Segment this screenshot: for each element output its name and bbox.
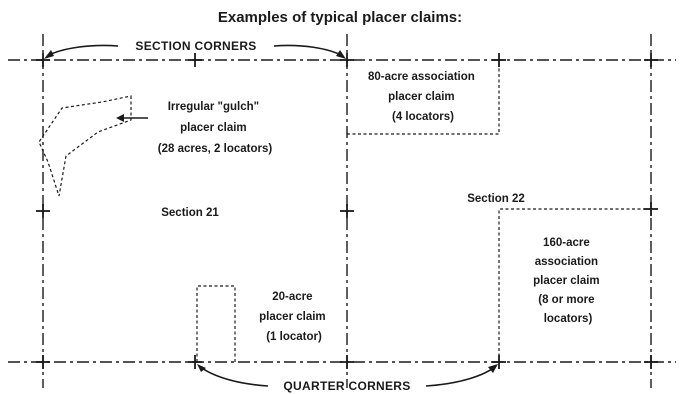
association-160-line-1: 160-acre bbox=[543, 237, 590, 249]
quarter-corner-marker bbox=[188, 53, 202, 67]
association-160-claim-boundary bbox=[498, 208, 651, 362]
section-corner-marker bbox=[340, 53, 354, 67]
claim-20-line-3: (1 locator) bbox=[266, 331, 322, 343]
association-80-line-2: placer claim bbox=[388, 91, 454, 103]
gulch-claim-label: Irregular "gulch" placer claim (28 acres… bbox=[158, 101, 273, 155]
section-21-label: Section 21 bbox=[161, 207, 219, 219]
association-80-line-1: 80-acre association bbox=[368, 71, 475, 83]
section-corner-marker bbox=[36, 355, 50, 369]
gulch-claim-line-3: (28 acres, 2 locators) bbox=[158, 143, 273, 155]
quarter-corners-arrows bbox=[197, 364, 498, 387]
association-160-line-5: locators) bbox=[544, 313, 593, 325]
section-corner-marker bbox=[644, 53, 658, 67]
claim-20-line-2: placer claim bbox=[259, 311, 325, 323]
quarter-corners-label: QUARTER CORNERS bbox=[283, 379, 410, 393]
gulch-claim-line-1: Irregular "gulch" bbox=[168, 101, 259, 113]
quarter-corner-marker bbox=[36, 204, 50, 218]
section-corners-label: SECTION CORNERS bbox=[135, 39, 256, 53]
association-160-claim-label: 160-acre association placer claim (8 or … bbox=[533, 237, 603, 325]
claim-20-line-1: 20-acre bbox=[272, 291, 312, 303]
quarter-corner-marker bbox=[340, 204, 354, 218]
association-160-line-4: (8 or more bbox=[538, 294, 594, 306]
claim-20-boundary bbox=[196, 285, 236, 362]
gulch-claim-pointer-arrowhead bbox=[116, 114, 124, 122]
association-80-claim-boundary bbox=[347, 60, 500, 135]
section-22-label: Section 22 bbox=[467, 193, 525, 205]
claim-20-label: 20-acre placer claim (1 locator) bbox=[259, 291, 329, 343]
diagram-title: Examples of typical placer claims: bbox=[218, 9, 462, 26]
section-corners-arrows bbox=[44, 44, 346, 59]
quarter-corner-marker bbox=[188, 355, 202, 369]
association-160-line-3: placer claim bbox=[533, 275, 599, 287]
section-corner-marker bbox=[36, 53, 50, 67]
gulch-claim-line-2: placer claim bbox=[180, 122, 246, 134]
section-corner-marker bbox=[340, 355, 354, 369]
section-corner-marker bbox=[644, 355, 658, 369]
association-160-line-2: association bbox=[535, 256, 598, 268]
gulch-claim-boundary bbox=[38, 95, 132, 197]
association-80-claim-label: 80-acre association placer claim (4 loca… bbox=[368, 71, 478, 123]
association-80-line-3: (4 locators) bbox=[392, 111, 454, 123]
